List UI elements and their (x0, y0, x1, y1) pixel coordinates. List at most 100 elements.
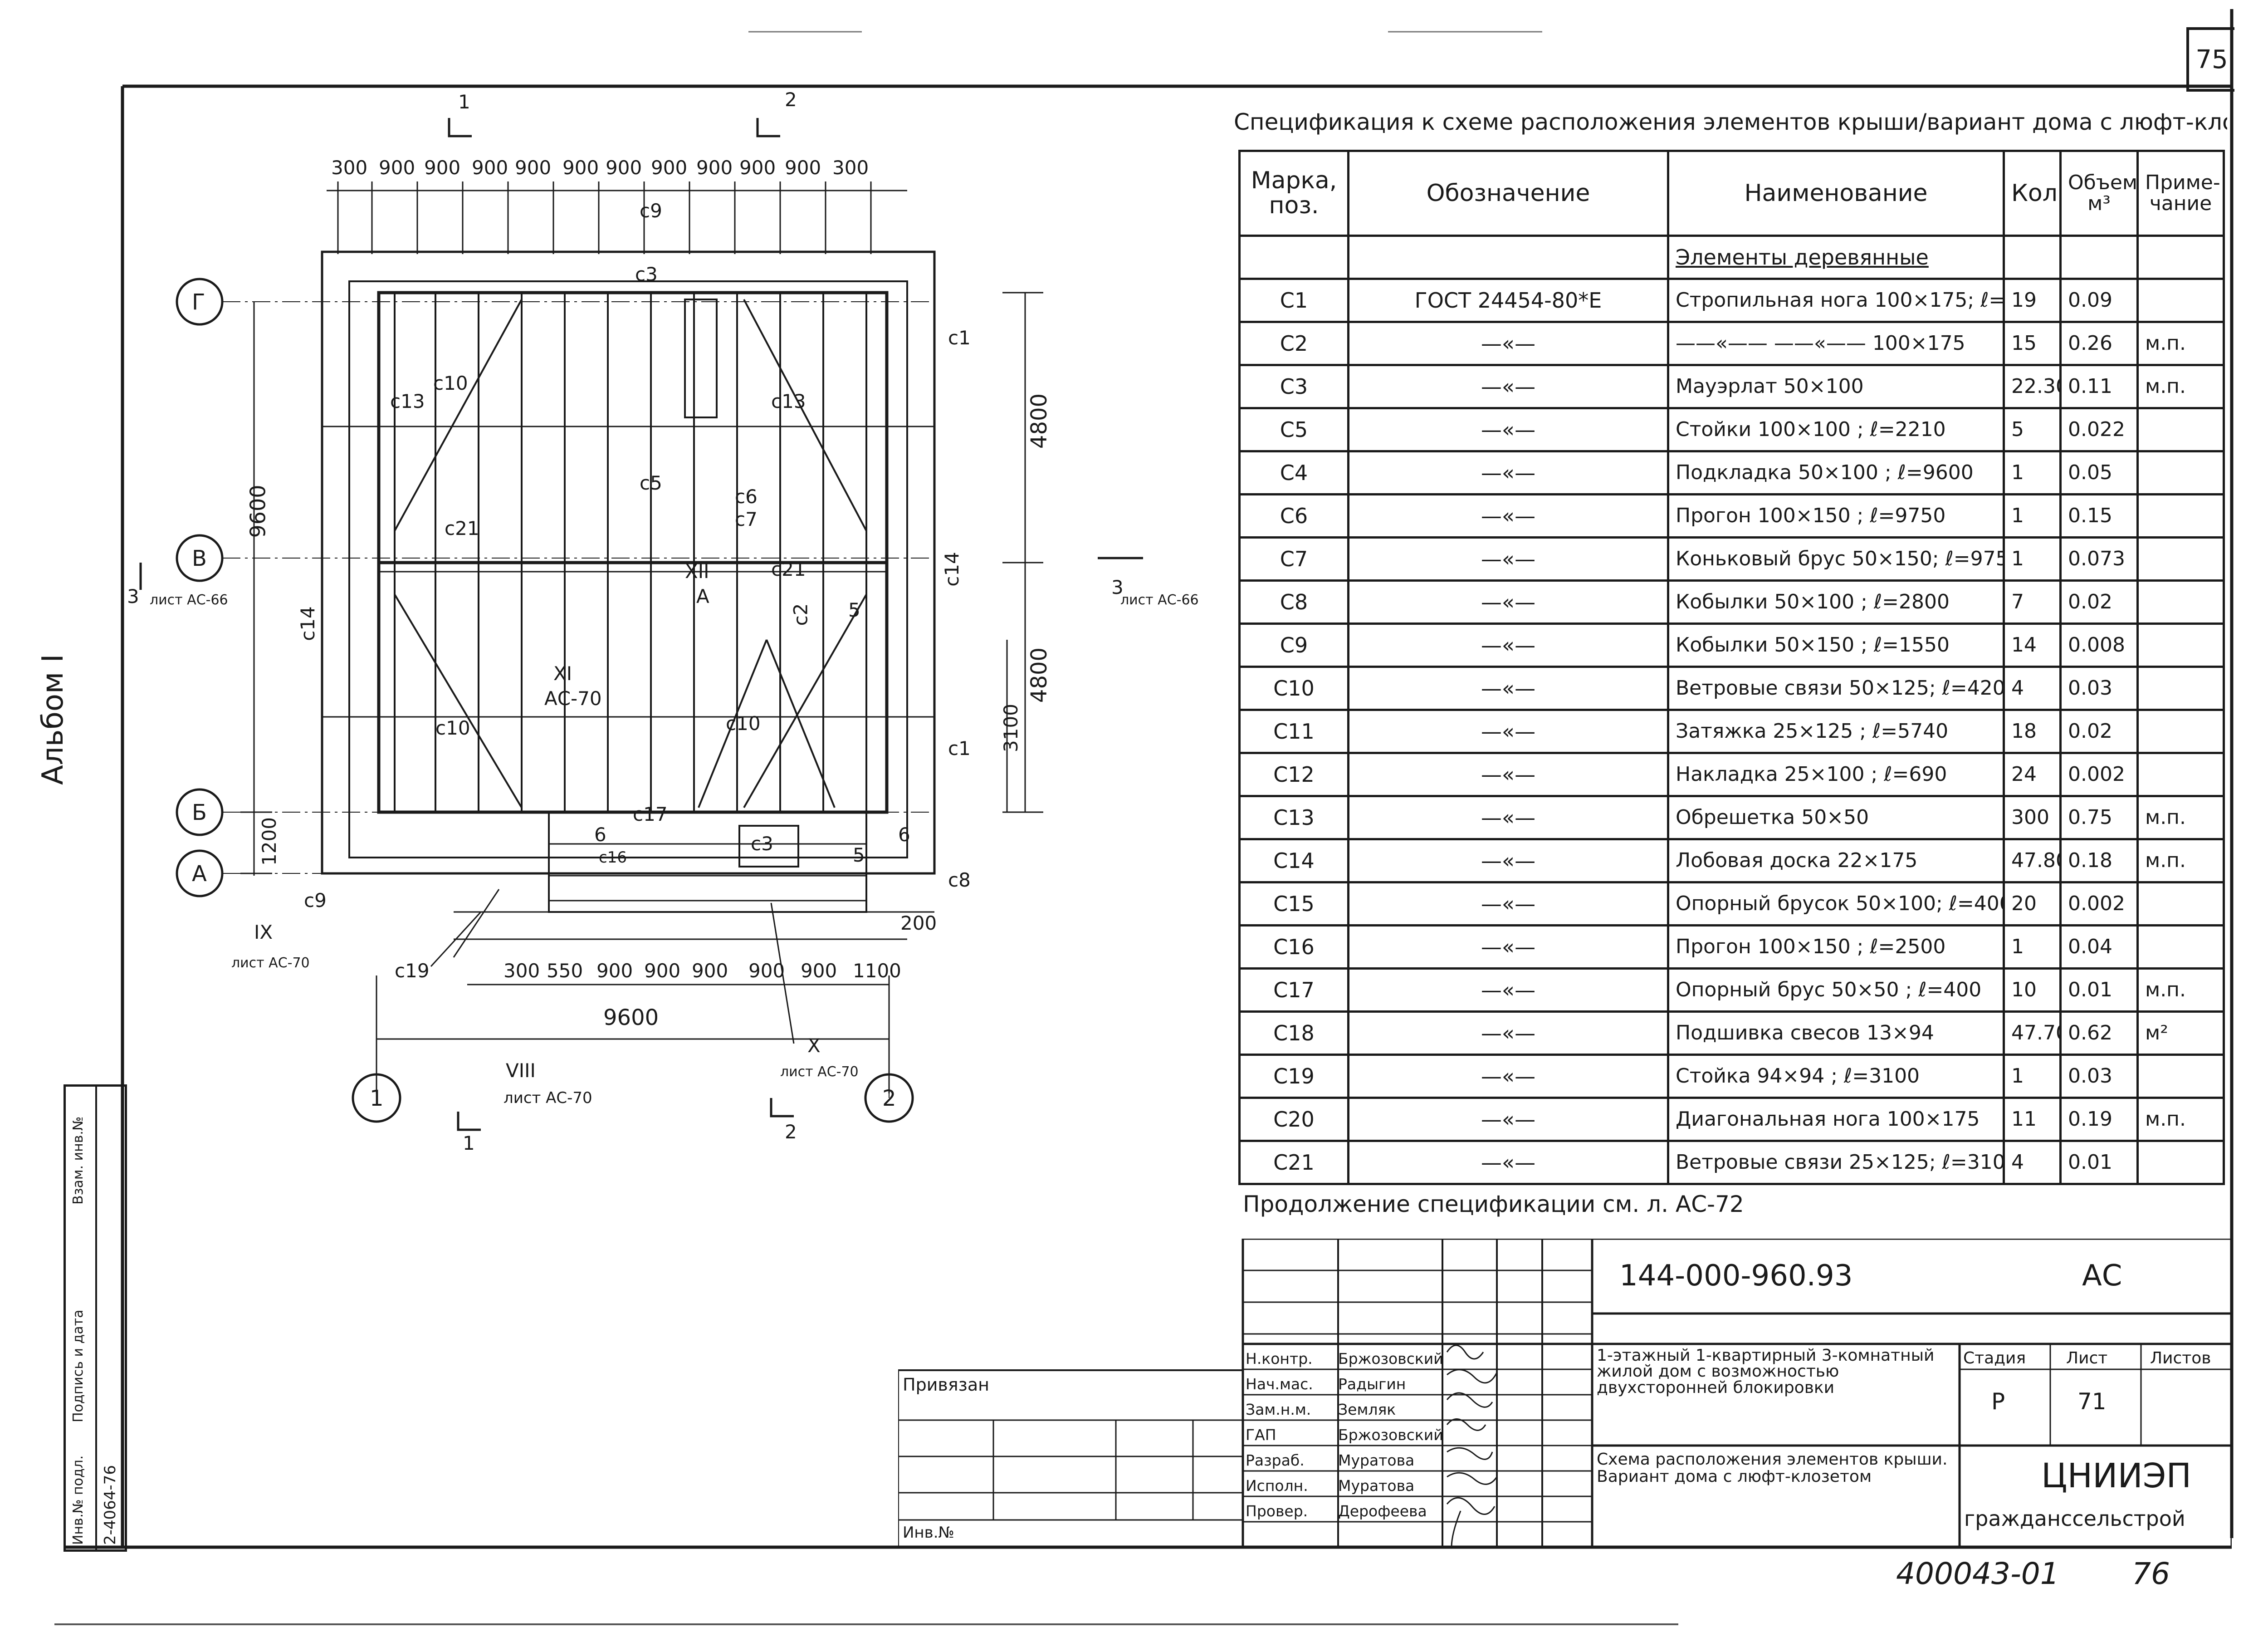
spec-vol: 0.19 (2059, 1097, 2139, 1142)
spec-qty: 1 (2003, 536, 2062, 582)
spec-vol: 0.11 (2059, 364, 2139, 409)
role-title: Разраб. (1246, 1451, 1305, 1469)
spec-vol: 0.022 (2059, 407, 2139, 452)
spec-name: Стойки 100×100 ; ℓ=2210 (1667, 407, 2005, 452)
spec-vol: 0.002 (2059, 752, 2139, 797)
spec-name: Коньковый брус 50×150; ℓ=9750 (1667, 536, 2005, 582)
spec-qty: 19 (2003, 278, 2062, 323)
spec-name: Стойка 94×94 ; ℓ=3100 (1667, 1054, 2005, 1099)
axis-2: 2 (882, 1086, 896, 1111)
spec-name: Опорный брус 50×50 ; ℓ=400 (1667, 967, 2005, 1013)
spec-vol: 0.15 (2059, 493, 2139, 539)
spec-mark: С18 (1238, 1010, 1349, 1056)
spec-mark: С11 (1238, 709, 1349, 754)
spec-mark: С21 (1238, 1140, 1349, 1185)
spec-mark: С20 (1238, 1097, 1349, 1142)
spec-qty: 47.80 (2003, 838, 2062, 883)
spec-code: —«— (1347, 795, 1669, 840)
spec-mark: С15 (1238, 881, 1349, 926)
left-margin-stamp: Инв.№ подл. Подпись и дата Взам. инв.№ 2… (64, 1084, 127, 1552)
label-c14-left: с14 (296, 606, 319, 641)
role-person: Муратова (1338, 1451, 1415, 1469)
spec-name: Кобылки 50×150 ; ℓ=1550 (1667, 622, 2005, 668)
viewref-IX-num: IX (254, 921, 273, 943)
spec-qty: 4 (2003, 1140, 2062, 1185)
label-c3-porch: с3 (751, 833, 773, 855)
doc-code: 144-000-960.93 (1619, 1259, 1853, 1293)
viewref-XI-ref: АС-70 (544, 687, 602, 710)
role-title: Зам.н.м. (1246, 1400, 1311, 1418)
top-dim-9: 900 (696, 157, 733, 179)
spec-note (2136, 407, 2225, 452)
spec-note (2136, 881, 2225, 926)
role-row: Разраб. Муратова (1246, 1447, 1445, 1473)
top-dim-1: 300 (331, 157, 368, 179)
spec-code: —«— (1347, 1054, 1669, 1099)
spec-header-row: Марка, поз. Обозначение Наименование Кол… (1238, 150, 2225, 237)
spec-code: —«— (1347, 450, 1669, 495)
spec-code: —«— (1347, 752, 1669, 797)
spec-name: Прогон 100×150 ; ℓ=2500 (1667, 924, 2005, 970)
bottom-dim-4: 900 (644, 960, 681, 982)
label-c3-top: с3 (635, 263, 658, 285)
spec-code: —«— (1347, 536, 1669, 582)
spec-vol: 0.04 (2059, 924, 2139, 970)
spec-code: —«— (1347, 666, 1669, 711)
top-dim-10: 900 (739, 157, 776, 179)
viewref-X-num: X (807, 1034, 821, 1057)
spec-qty: 22.30 (2003, 364, 2062, 409)
role-person: Бржозовский (1338, 1426, 1443, 1444)
viewref-left-num: 3 (127, 585, 139, 608)
spec-name: Диагональная нога 100×175 (1667, 1097, 2005, 1142)
bottom-dim-5: 900 (692, 960, 728, 982)
label-c13-right: с13 (771, 390, 806, 412)
spec-name: Стропильная нога 100×175; ℓ=5280 (1667, 278, 2005, 323)
doc-mark: АС (2082, 1259, 2122, 1293)
label-c1-top: с1 (948, 327, 971, 349)
label-c2: с2 (789, 603, 812, 626)
col-note: Приме-чание (2136, 150, 2225, 237)
section-1-top: 1 (458, 91, 470, 113)
label-6-left: 6 (594, 823, 606, 846)
label-c19: с19 (395, 960, 430, 982)
label-c10-left: с10 (433, 372, 468, 394)
spec-qty: 20 (2003, 881, 2062, 926)
vdim-left-1200: 1200 (258, 817, 280, 866)
sheet-number-box: 75 (2186, 27, 2234, 92)
spec-mark: С12 (1238, 752, 1349, 797)
spec-name: Ветровые связи 25×125; ℓ=3100 (1667, 1140, 2005, 1185)
spec-qty: 1 (2003, 924, 2062, 970)
label-c17: с17 (633, 803, 668, 825)
spec-qty: 15 (2003, 321, 2062, 366)
role-person: Радыгин (1338, 1375, 1406, 1393)
spec-vol: 0.09 (2059, 278, 2139, 323)
spec-name: Опорный брусок 50×100; ℓ=400 (1667, 881, 2005, 926)
spec-mark: С9 (1238, 622, 1349, 668)
spec-code: —«— (1347, 924, 1669, 970)
spec-qty: 14 (2003, 622, 2062, 668)
spec-qty: 300 (2003, 795, 2062, 840)
spec-title: Спецификация к схеме расположения элемен… (1234, 109, 2227, 135)
label-c1-low: с1 (948, 737, 971, 760)
spec-name: ——«—— ——«—— 100×175 (1667, 321, 2005, 366)
stage-label: Стадия (1963, 1349, 2026, 1368)
spec-note (2136, 622, 2225, 668)
col-mark: Марка, поз. (1238, 150, 1349, 237)
spec-qty: 10 (2003, 967, 2062, 1013)
spec-note (2136, 752, 2225, 797)
spec-note: м.п. (2136, 321, 2225, 366)
spec-vol: 0.03 (2059, 1054, 2139, 1099)
viewref-IX-ref: лист АС-70 (231, 955, 310, 971)
role-person: Муратова (1338, 1476, 1415, 1495)
viewref-right-num: 3 (1111, 576, 1124, 598)
role-title: Провер. (1246, 1502, 1308, 1520)
spec-vol: 0.002 (2059, 881, 2139, 926)
spec-note: м.п. (2136, 364, 2225, 409)
spec-vol: 0.03 (2059, 666, 2139, 711)
